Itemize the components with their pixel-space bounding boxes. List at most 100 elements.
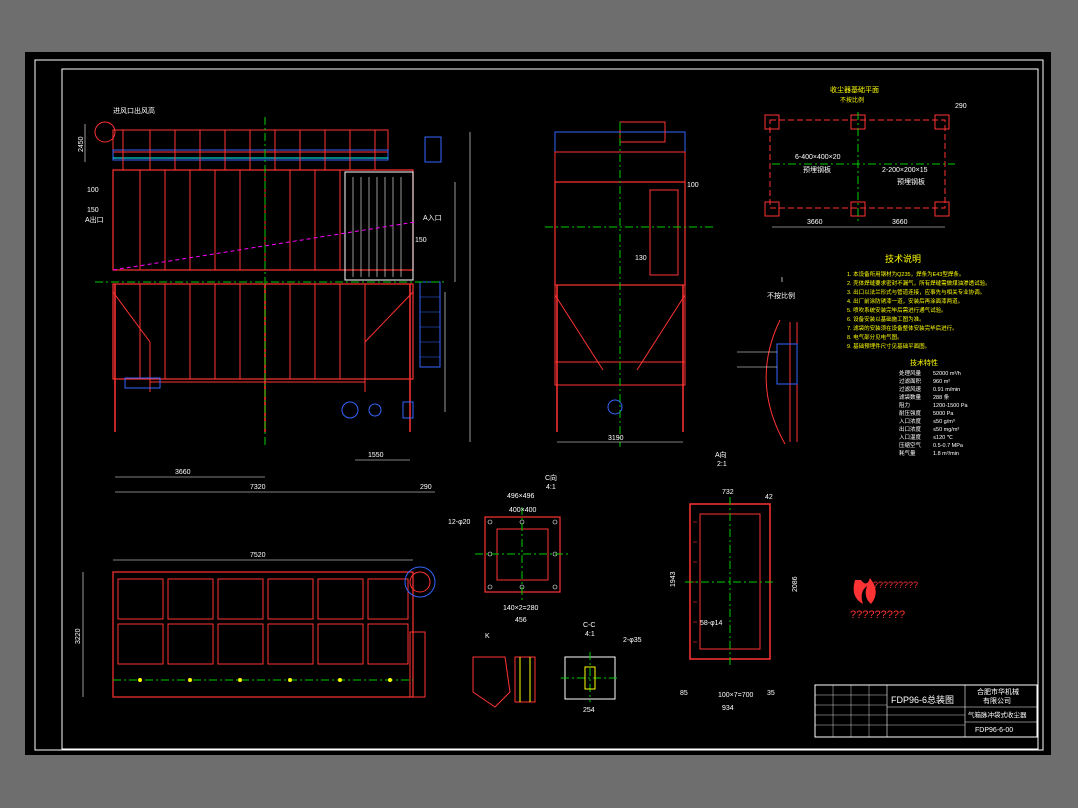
dim-7320: 7320	[250, 484, 266, 491]
section-cc: C-C 4:1 254 2-φ35	[561, 622, 642, 714]
param-value: 0.91 m/min	[933, 387, 960, 393]
drawing-number: FDP96-6-00	[975, 727, 1013, 734]
anchor-note-2: 2-200×200×15	[882, 167, 928, 174]
top-label: 进风口出风高	[113, 106, 155, 115]
view-c: C向 4:1 496×496 400×400 140×2=280 456 12-…	[448, 473, 570, 624]
dim-42: 42	[765, 494, 773, 501]
dim-2phi35: 2-φ35	[623, 637, 642, 644]
inner-border	[61, 68, 1039, 750]
dim-3660b: 3660	[807, 219, 823, 226]
tech-note-line: 1. 本设备所用钢材为Q235，焊条为E43型焊条。	[847, 270, 964, 278]
tech-note-line: 3. 出口以法兰形式与管道连接，应事先与相关专业协调。	[847, 288, 985, 296]
section-cc-scale: 4:1	[585, 631, 595, 638]
section-cc-label: C-C	[583, 622, 595, 629]
logo-text-2: ?????????	[850, 609, 905, 621]
view-c-scale: 4:1	[546, 484, 556, 491]
dim-2086: 2086	[792, 576, 799, 592]
param-key: 出口浓度	[899, 425, 922, 433]
tech-note-line: 8. 电气部分见电气图。	[847, 333, 903, 341]
param-key: 过滤面积	[899, 377, 922, 385]
cad-drawing: 2450 100 150 150 3660 7320 1550 290 进风口出…	[34, 59, 1044, 751]
dim-2450: 2450	[78, 136, 85, 152]
company-line-1: 合肥市华机械	[977, 687, 1019, 696]
param-value: 960 m²	[933, 379, 950, 385]
dim-100: 100	[87, 187, 99, 194]
title-block: FDP96-6总装图 合肥市华机械 有限公司 气箱脉冲袋式收尘器 FDP96-6…	[814, 684, 1038, 738]
detail-i: I 不按比例	[737, 277, 798, 445]
tech-note-line: 2. 壳体焊缝要求密封不漏气，所有焊缝需做煤油渗透试验。	[847, 279, 991, 287]
param-value: 52000 m³/h	[933, 371, 961, 377]
view-k: K	[472, 633, 536, 708]
tech-notes-title: 技术说明	[885, 253, 921, 264]
front-view: 2450 100 150 150 3660 7320 1550 290 进风口出…	[78, 106, 471, 493]
dim-150b: 150	[415, 237, 427, 244]
foundation-title: 收尘器基础平面	[830, 85, 879, 94]
param-value: ≤120 ℃	[933, 435, 954, 441]
dim-1943: 1943	[670, 571, 677, 587]
param-value: 0.5-0.7 MPa	[933, 443, 964, 449]
tech-params-title: 技术特性	[910, 358, 938, 367]
dim-58phi: 58-φ14	[700, 620, 723, 627]
view-a-scale: 2:1	[717, 461, 727, 468]
dim-290b: 290	[955, 103, 967, 110]
param-value: 1200-1500 Pa	[933, 403, 968, 409]
dim-400: 400×400	[509, 507, 537, 514]
param-value: 288 条	[933, 393, 950, 401]
view-a: A向 2:1 732 1943 2086 100×7=700 934 85 35…	[670, 450, 799, 712]
label-outlet: A出口	[85, 215, 104, 224]
param-key: 入口浓度	[899, 417, 922, 425]
param-value: ≤50 g/m³	[933, 419, 955, 425]
view-k-label: K	[485, 633, 490, 640]
param-value: ≤50 mg/m³	[933, 427, 959, 433]
param-key: 耗气量	[899, 449, 916, 457]
company-line-2: 有限公司	[983, 696, 1011, 705]
tech-notes: 技术说明 1. 本设备所用钢材为Q235，焊条为E43型焊条。2. 壳体焊缝要求…	[847, 253, 991, 350]
dim-1550: 1550	[368, 452, 384, 459]
dim-100b: 100	[687, 182, 699, 189]
anchor-note-1b: 预埋钢板	[803, 165, 831, 174]
dim-254: 254	[583, 707, 595, 714]
tech-note-line: 7. 滤袋的安装须在设备整体安装完毕后进行。	[847, 324, 958, 332]
view-c-label: C向	[545, 473, 557, 482]
tech-note-line: 5. 喷吹系统安装完毕后需进行通气试验。	[847, 306, 947, 314]
param-key: 阻力	[899, 401, 910, 409]
tech-note-line: 6. 设备安装以基础施工图为准。	[847, 315, 925, 323]
logo-text-1: ?????????	[873, 580, 918, 590]
drawing-canvas: 2450 100 150 150 3660 7320 1550 290 进风口出…	[25, 52, 1051, 755]
dim-35: 35	[767, 690, 775, 697]
dim-3660: 3660	[175, 469, 191, 476]
detail-i-label: I	[781, 277, 783, 284]
param-key: 滤袋数量	[899, 393, 922, 401]
side-view: 3190 100 130	[545, 121, 715, 447]
tech-note-line: 4. 出厂前涂防锈漆一道，安装后再涂面漆两道。	[847, 297, 963, 305]
dim-456: 456	[515, 617, 527, 624]
dim-85: 85	[680, 690, 688, 697]
dim-130: 130	[635, 255, 647, 262]
param-value: 1.8 m³/min	[933, 451, 959, 457]
outer-border	[34, 59, 1044, 751]
company-logo: ????????? ?????????	[850, 578, 918, 621]
dim-3220: 3220	[75, 628, 82, 644]
dim-12phi: 12-φ20	[448, 519, 471, 526]
param-key: 处理风量	[899, 369, 922, 377]
view-a-label: A向	[715, 450, 727, 459]
detail-i-scale: 不按比例	[767, 291, 795, 300]
dim-7520: 7520	[250, 552, 266, 559]
param-key: 入口温度	[899, 433, 922, 441]
drawing-title: FDP96-6总装图	[891, 694, 954, 705]
param-key: 耐压强度	[899, 409, 922, 417]
dim-732: 732	[722, 489, 734, 496]
dim-140x2: 140×2=280	[503, 605, 539, 612]
dim-496: 496×496	[507, 493, 535, 500]
foundation-scale: 不按比例	[840, 96, 864, 104]
tech-note-line: 9. 基础预埋件尺寸见基础平面图。	[847, 342, 930, 350]
anchor-note-2b: 预埋钢板	[897, 177, 925, 186]
dim-934: 934	[722, 705, 734, 712]
dim-100x7: 100×7=700	[718, 692, 754, 699]
dim-3190: 3190	[608, 435, 624, 442]
bottom-plan: 7520 3220	[75, 552, 436, 698]
label-inlet: A入口	[423, 214, 442, 222]
param-key: 压缩空气	[899, 441, 922, 449]
anchor-note-1: 6-400×400×20	[795, 154, 841, 161]
